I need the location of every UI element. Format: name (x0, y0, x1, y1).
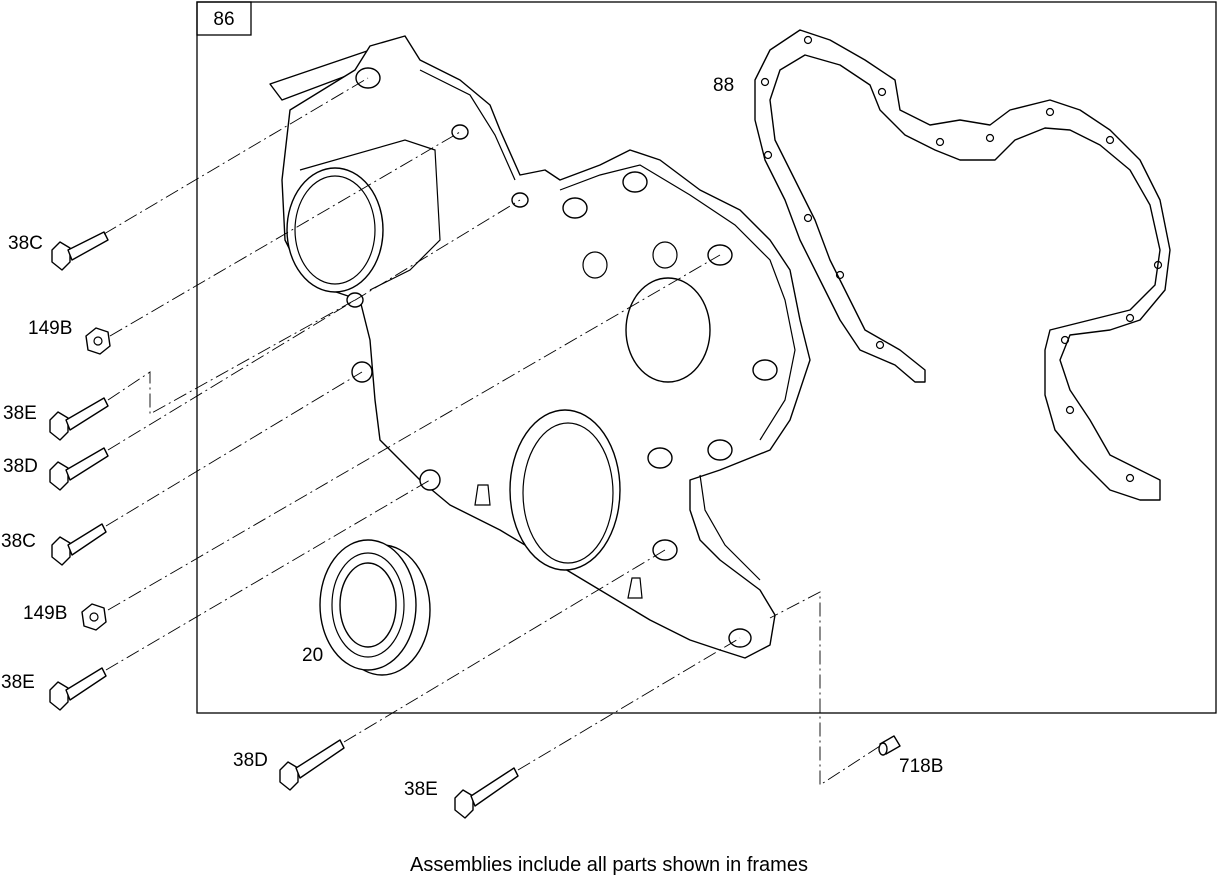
timing-cover (269, 35, 811, 659)
bolt-38e-left2 (49, 667, 107, 711)
bolt-38e-left1 (49, 397, 109, 441)
bolt-38c-top (51, 231, 109, 271)
label-38c-left: 38C (1, 531, 36, 552)
label-38d-bottom: 38D (233, 750, 268, 771)
bolt-38c-left (51, 523, 107, 566)
label-88: 88 (713, 75, 734, 96)
frame-number-box (196, 1, 252, 36)
frame-number: 86 (213, 9, 234, 30)
label-149b-bottom: 149B (23, 603, 67, 624)
assembly-frame (196, 1, 1217, 714)
nut-149b-top (85, 327, 111, 355)
nut-149b-bottom (81, 603, 107, 631)
bolt-38e-bottom (454, 767, 519, 819)
footer-note: Assemblies include all parts shown in fr… (410, 854, 808, 876)
label-149b-top: 149B (28, 318, 72, 339)
label-38e-left1: 38E (3, 403, 37, 424)
label-718b: 718B (899, 756, 943, 777)
bolt-38d-bottom (279, 739, 345, 791)
timing-cover-gasket (754, 29, 1171, 501)
label-20: 20 (302, 645, 323, 666)
dowel-718b (878, 735, 901, 756)
label-38e-left2: 38E (1, 672, 35, 693)
leader-lines (103, 77, 881, 786)
label-38e-bottom: 38E (404, 779, 438, 800)
bolt-38d-left (49, 447, 109, 491)
label-38c-top: 38C (8, 233, 43, 254)
label-38d-left: 38D (3, 456, 38, 477)
crankshaft-oil-seal (319, 539, 431, 676)
